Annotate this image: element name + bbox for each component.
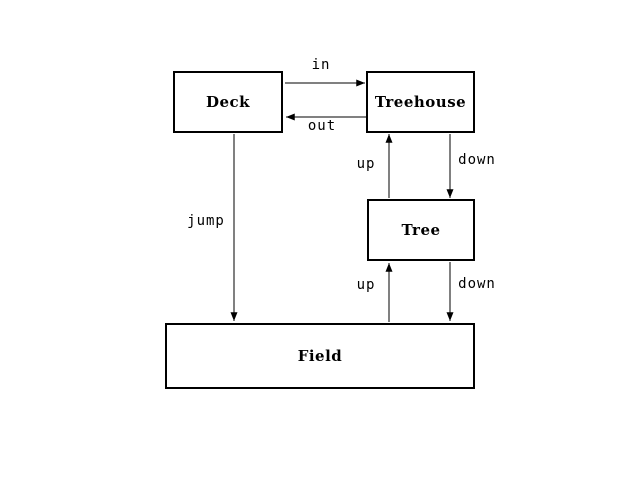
edge-label-down-lower: down: [458, 276, 496, 292]
node-treehouse: Treehouse: [366, 71, 475, 133]
edge-label-up-upper: up: [356, 156, 376, 172]
node-field: Field: [165, 323, 475, 389]
node-tree-label: Tree: [401, 221, 441, 239]
node-field-label: Field: [297, 347, 343, 365]
node-deck-label: Deck: [205, 93, 251, 111]
node-tree: Tree: [367, 199, 475, 261]
edge-label-up-lower: up: [356, 277, 376, 293]
edge-label-jump: jump: [187, 213, 225, 229]
edge-label-out: out: [307, 118, 337, 134]
node-deck: Deck: [173, 71, 283, 133]
node-treehouse-label: Treehouse: [374, 93, 467, 111]
edge-label-down-upper: down: [458, 152, 496, 168]
edge-label-in: in: [311, 57, 331, 73]
